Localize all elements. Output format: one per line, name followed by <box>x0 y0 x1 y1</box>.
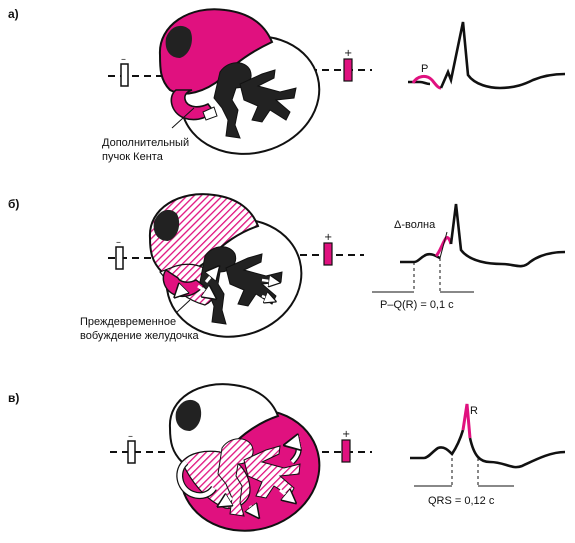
panel-b: б) – + <box>8 193 566 342</box>
panel-letter: а) <box>8 7 19 21</box>
heart <box>168 383 321 532</box>
positive-sign: + <box>342 429 350 440</box>
ecg-trace: P <box>408 21 566 90</box>
panel-letter: в) <box>8 391 19 405</box>
negative-electrode: – <box>115 237 124 270</box>
negative-electrode: – <box>120 54 129 87</box>
heart <box>158 8 321 155</box>
callout-leader <box>171 107 195 129</box>
ecg-trace: R QRS = 0,12 с <box>410 403 566 507</box>
panel-a: а) – + До <box>8 7 566 163</box>
pq-interval-label: P–Q(R) = 0,1 с <box>380 299 454 311</box>
lead-line <box>108 254 364 259</box>
positive-sign: + <box>324 232 332 243</box>
lead-line <box>108 69 372 77</box>
p-wave-label: P <box>421 63 428 75</box>
heart <box>148 193 303 338</box>
positive-electrode: + <box>343 48 353 82</box>
positive-electrode: + <box>341 429 351 463</box>
panel-c: в) – + <box>8 383 566 532</box>
negative-sign: – <box>121 54 126 65</box>
callout-line-1: Преждевременное <box>80 316 176 328</box>
qrs-duration-label: QRS = 0,12 с <box>428 495 495 507</box>
negative-sign: – <box>128 431 133 442</box>
r-wave-label: R <box>470 405 478 417</box>
negative-electrode: – <box>127 431 136 464</box>
negative-sign: – <box>116 237 121 248</box>
callout-line-2: вобуждение желудочка <box>80 330 200 342</box>
callout-leader <box>175 299 191 314</box>
callout-line-2: пучок Кента <box>102 151 164 163</box>
positive-sign: + <box>344 48 352 59</box>
delta-wave-label: Δ-волна <box>394 219 436 231</box>
positive-electrode: + <box>323 232 333 266</box>
panel-letter: б) <box>8 197 19 211</box>
callout-line-1: Дополнительный <box>102 137 189 149</box>
ecg-trace: Δ-волна P–Q(R) = 0,1 с <box>372 203 566 311</box>
